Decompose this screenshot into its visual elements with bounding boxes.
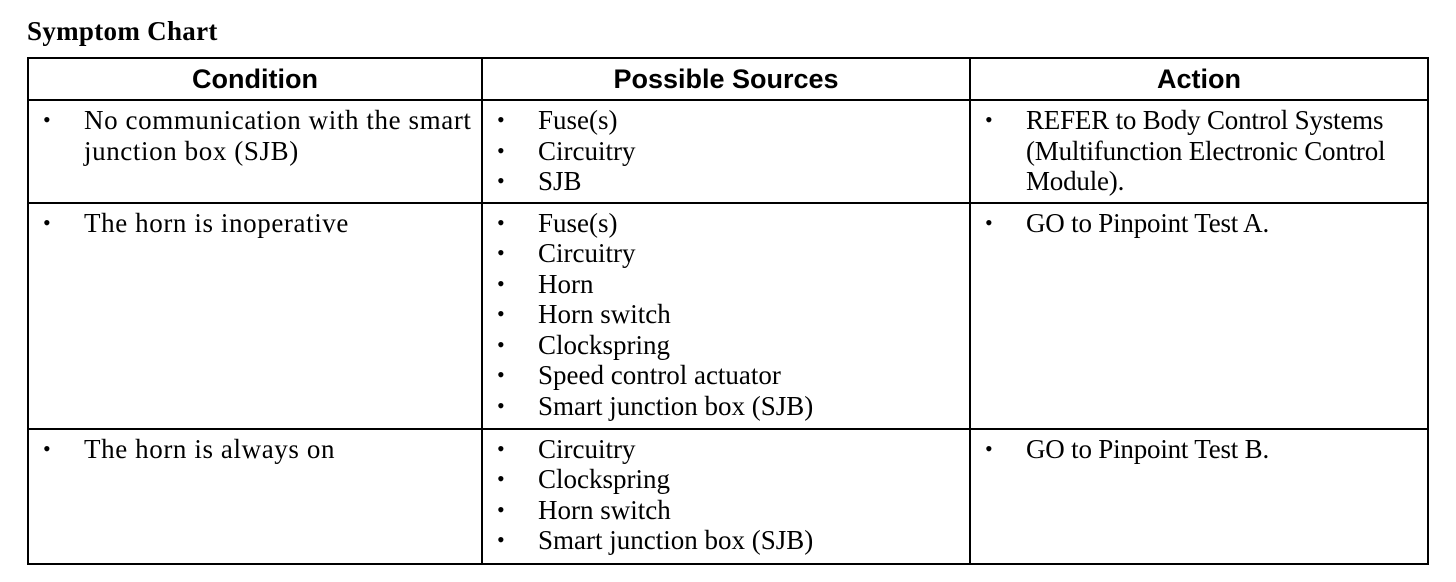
table-row: • No communication with the smart junctio… — [27, 99, 1429, 204]
bullet-icon: • — [43, 435, 52, 461]
bullet-icon: • — [497, 496, 505, 522]
bullet-icon: • — [497, 270, 505, 296]
list-item-text: Circuitry — [538, 433, 636, 464]
list-item: • Clockspring — [489, 330, 963, 361]
list-item: • Horn switch — [489, 495, 963, 526]
list-item-text: REFER to Body Control Systems (Multifunc… — [1026, 105, 1386, 196]
list-item: • Speed control actuator — [489, 360, 963, 391]
bullet-icon: • — [985, 435, 993, 461]
list-item: • No communication with the smart junctio… — [35, 105, 475, 166]
list-item-text: Speed control actuator — [538, 360, 781, 390]
action-cell: • REFER to Body Control Systems (Multifun… — [969, 99, 1429, 204]
symptom-chart-table: Condition Possible Sources Action • No co… — [27, 57, 1429, 565]
bullet-icon: • — [43, 107, 52, 132]
list-item-text: The horn is always on — [84, 433, 336, 464]
bullet-list: • GO to Pinpoint Test B. — [977, 434, 1421, 465]
list-item-text: SJB — [538, 166, 582, 196]
list-item-text: Smart junction box (SJB) — [538, 390, 814, 421]
action-cell: • GO to Pinpoint Test A. — [969, 201, 1429, 430]
list-item-text: Horn — [538, 268, 594, 299]
table-row: • The horn is inoperative • Fuse(s) • Circuit… — [27, 201, 1429, 430]
possible-sources-cell: • Fuse(s) • Circuitry • SJB — [481, 99, 971, 204]
bullet-list: • REFER to Body Control Systems (Multifun… — [977, 105, 1421, 197]
list-item: • Circuitry — [489, 434, 963, 465]
condition-cell: • No communication with the smart junctio… — [27, 99, 483, 204]
list-item: • GO to Pinpoint Test A. — [977, 208, 1421, 239]
list-item: • The horn is inoperative — [35, 208, 475, 239]
list-item-text: Circuitry — [538, 238, 636, 268]
bullet-icon: • — [497, 209, 505, 235]
list-item-text: Horn switch — [538, 494, 671, 525]
list-item-text: The horn is inoperative — [84, 207, 349, 238]
list-item-text: GO to Pinpoint Test B. — [1026, 433, 1269, 464]
list-item-text: Circuitry — [538, 135, 636, 166]
list-item: • SJB — [489, 166, 963, 197]
list-item-text: Fuse(s) — [538, 207, 618, 238]
bullet-list: • Fuse(s) • Circuitry • SJB — [489, 105, 963, 197]
header-row: Condition Possible Sources Action — [27, 57, 1429, 101]
list-item-text: Clockspring — [538, 464, 670, 494]
list-item-text: Horn switch — [538, 299, 671, 329]
bullet-list: • The horn is always on — [35, 434, 475, 465]
bullet-list: • The horn is inoperative — [35, 208, 475, 239]
list-item: • Fuse(s) — [489, 208, 963, 239]
header-condition: Condition — [27, 57, 483, 101]
bullet-list: • GO to Pinpoint Test A. — [977, 208, 1421, 239]
list-item: • The horn is always on — [35, 434, 475, 465]
header-action: Action — [969, 57, 1429, 101]
bullet-icon: • — [497, 240, 505, 265]
header-possible-sources: Possible Sources — [481, 57, 971, 101]
bullet-icon: • — [43, 209, 52, 235]
possible-sources-cell: • Fuse(s) • Circuitry • Horn • Horn switch • Cloc… — [481, 201, 971, 430]
bullet-icon: • — [497, 107, 505, 132]
list-item: • GO to Pinpoint Test B. — [977, 434, 1421, 465]
bullet-icon: • — [497, 137, 505, 163]
list-item: • Horn — [489, 269, 963, 300]
list-item-text: GO to Pinpoint Test A. — [1026, 207, 1269, 238]
page-title: Symptom Chart — [27, 16, 218, 46]
list-item: • REFER to Body Control Systems (Multifun… — [977, 105, 1421, 197]
bullet-icon: • — [985, 209, 993, 235]
list-item: • Fuse(s) — [489, 105, 963, 136]
table-row: • The horn is always on • Circuitry • Clocksp… — [27, 427, 1429, 565]
bullet-list: • No communication with the smart junctio… — [35, 105, 475, 166]
list-item-text: No communication with the smart junction… — [84, 105, 472, 166]
bullet-icon: • — [497, 331, 505, 357]
bullet-icon: • — [497, 301, 505, 326]
list-item: • Horn switch — [489, 299, 963, 330]
bullet-icon: • — [497, 435, 505, 461]
possible-sources-cell: • Circuitry • Clockspring • Horn switch • Smart… — [481, 427, 971, 565]
bullet-icon: • — [497, 392, 505, 418]
condition-cell: • The horn is always on — [27, 427, 483, 565]
bullet-icon: • — [497, 168, 505, 193]
list-item: • Smart junction box (SJB) — [489, 391, 963, 422]
bullet-icon: • — [497, 466, 505, 491]
bullet-list: • Circuitry • Clockspring • Horn switch • Smart… — [489, 434, 963, 556]
bullet-icon: • — [985, 107, 993, 132]
list-item: • Smart junction box (SJB) — [489, 525, 963, 556]
list-item-text: Clockspring — [538, 329, 670, 360]
bullet-icon: • — [497, 362, 505, 387]
list-item: • Circuitry — [489, 136, 963, 167]
action-cell: • GO to Pinpoint Test B. — [969, 427, 1429, 565]
list-item: • Circuitry — [489, 238, 963, 269]
bullet-icon: • — [497, 527, 505, 552]
list-item-text: Smart junction box (SJB) — [538, 525, 814, 555]
list-item: • Clockspring — [489, 464, 963, 495]
bullet-list: • Fuse(s) • Circuitry • Horn • Horn switch • Cloc… — [489, 208, 963, 422]
list-item-text: Fuse(s) — [538, 105, 618, 135]
condition-cell: • The horn is inoperative — [27, 201, 483, 430]
